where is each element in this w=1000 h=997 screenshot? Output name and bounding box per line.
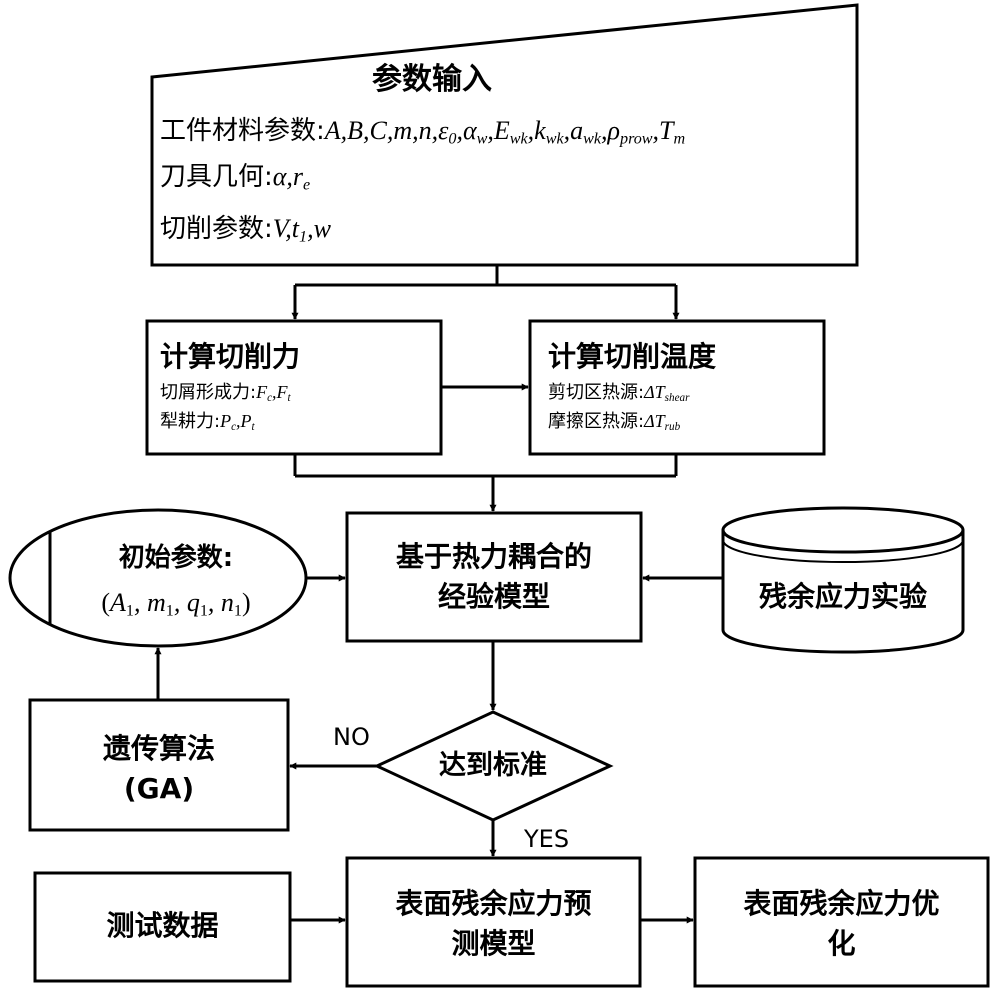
force-block-title: 计算切削力 xyxy=(160,340,301,373)
decision-yes-label: YES xyxy=(524,825,570,853)
material-params-line: 工件材料参数:A,B,C,m,n,ε0,αw,Ewk,kwk,awk,ρprow… xyxy=(160,116,686,148)
cutting-params-label: 切削参数: xyxy=(160,214,273,244)
ga-block-line2: (GA) xyxy=(123,772,195,805)
experiment-block-label: 残余应力实验 xyxy=(758,580,927,613)
experiment-block-top xyxy=(721,506,965,554)
prediction-block-line2: 测模型 xyxy=(451,927,536,960)
ga-block-line1: 遗传算法 xyxy=(102,732,215,765)
prediction-block-shape xyxy=(345,856,642,988)
input-block-shape xyxy=(150,3,859,267)
experiment-block-rim xyxy=(722,539,964,563)
input-block-title: 参数输入 xyxy=(372,62,492,97)
model-block-line1: 基于热力耦合的 xyxy=(395,540,592,573)
material-params-values: A,B,C,m,n,ε0,αw,Ewk,kwk,awk,ρprow,Tm xyxy=(324,116,686,148)
temp-line-rub: 摩擦区热源:ΔTrub xyxy=(548,411,681,434)
prediction-block-line1: 表面残余应力预 xyxy=(395,887,592,920)
force-line-plough: 犁耕力:Pc,Pt xyxy=(160,411,255,434)
temp-block-shape xyxy=(528,319,826,456)
initial-params-title: 初始参数: xyxy=(118,543,234,573)
cutting-params-line: 切削参数:V,t1,w xyxy=(160,214,331,246)
model-block-shape xyxy=(345,511,643,643)
initial-params-shape xyxy=(8,508,308,648)
force-line-chip: 切屑形成力:Fc,Ft xyxy=(160,382,291,405)
test-data-block-shape xyxy=(33,871,292,983)
optimization-block-line1: 表面残余应力优 xyxy=(743,887,940,920)
ga-block-shape xyxy=(28,698,290,832)
tool-params-line: 刀具几何:α,re xyxy=(160,162,311,194)
cutting-params-values: V,t1,w xyxy=(272,214,331,246)
tool-params-label: 刀具几何: xyxy=(160,162,273,192)
tool-params-values: α,re xyxy=(272,162,311,194)
test-data-block-label: 测试数据 xyxy=(106,909,219,942)
temp-block-title: 计算切削温度 xyxy=(548,340,717,373)
optimization-block-shape xyxy=(693,856,990,988)
model-block-line2: 经验模型 xyxy=(437,580,550,613)
decision-no-label: NO xyxy=(333,723,370,751)
optimization-block-line2: 化 xyxy=(827,927,856,960)
initial-params-values: (A1, m1, q1, n1) xyxy=(101,588,251,620)
temp-line-shear: 剪切区热源:ΔTshear xyxy=(548,382,690,405)
material-params-label: 工件材料参数: xyxy=(160,116,325,146)
decision-label: 达到标准 xyxy=(439,750,547,781)
experiment-block-shape xyxy=(721,530,965,654)
